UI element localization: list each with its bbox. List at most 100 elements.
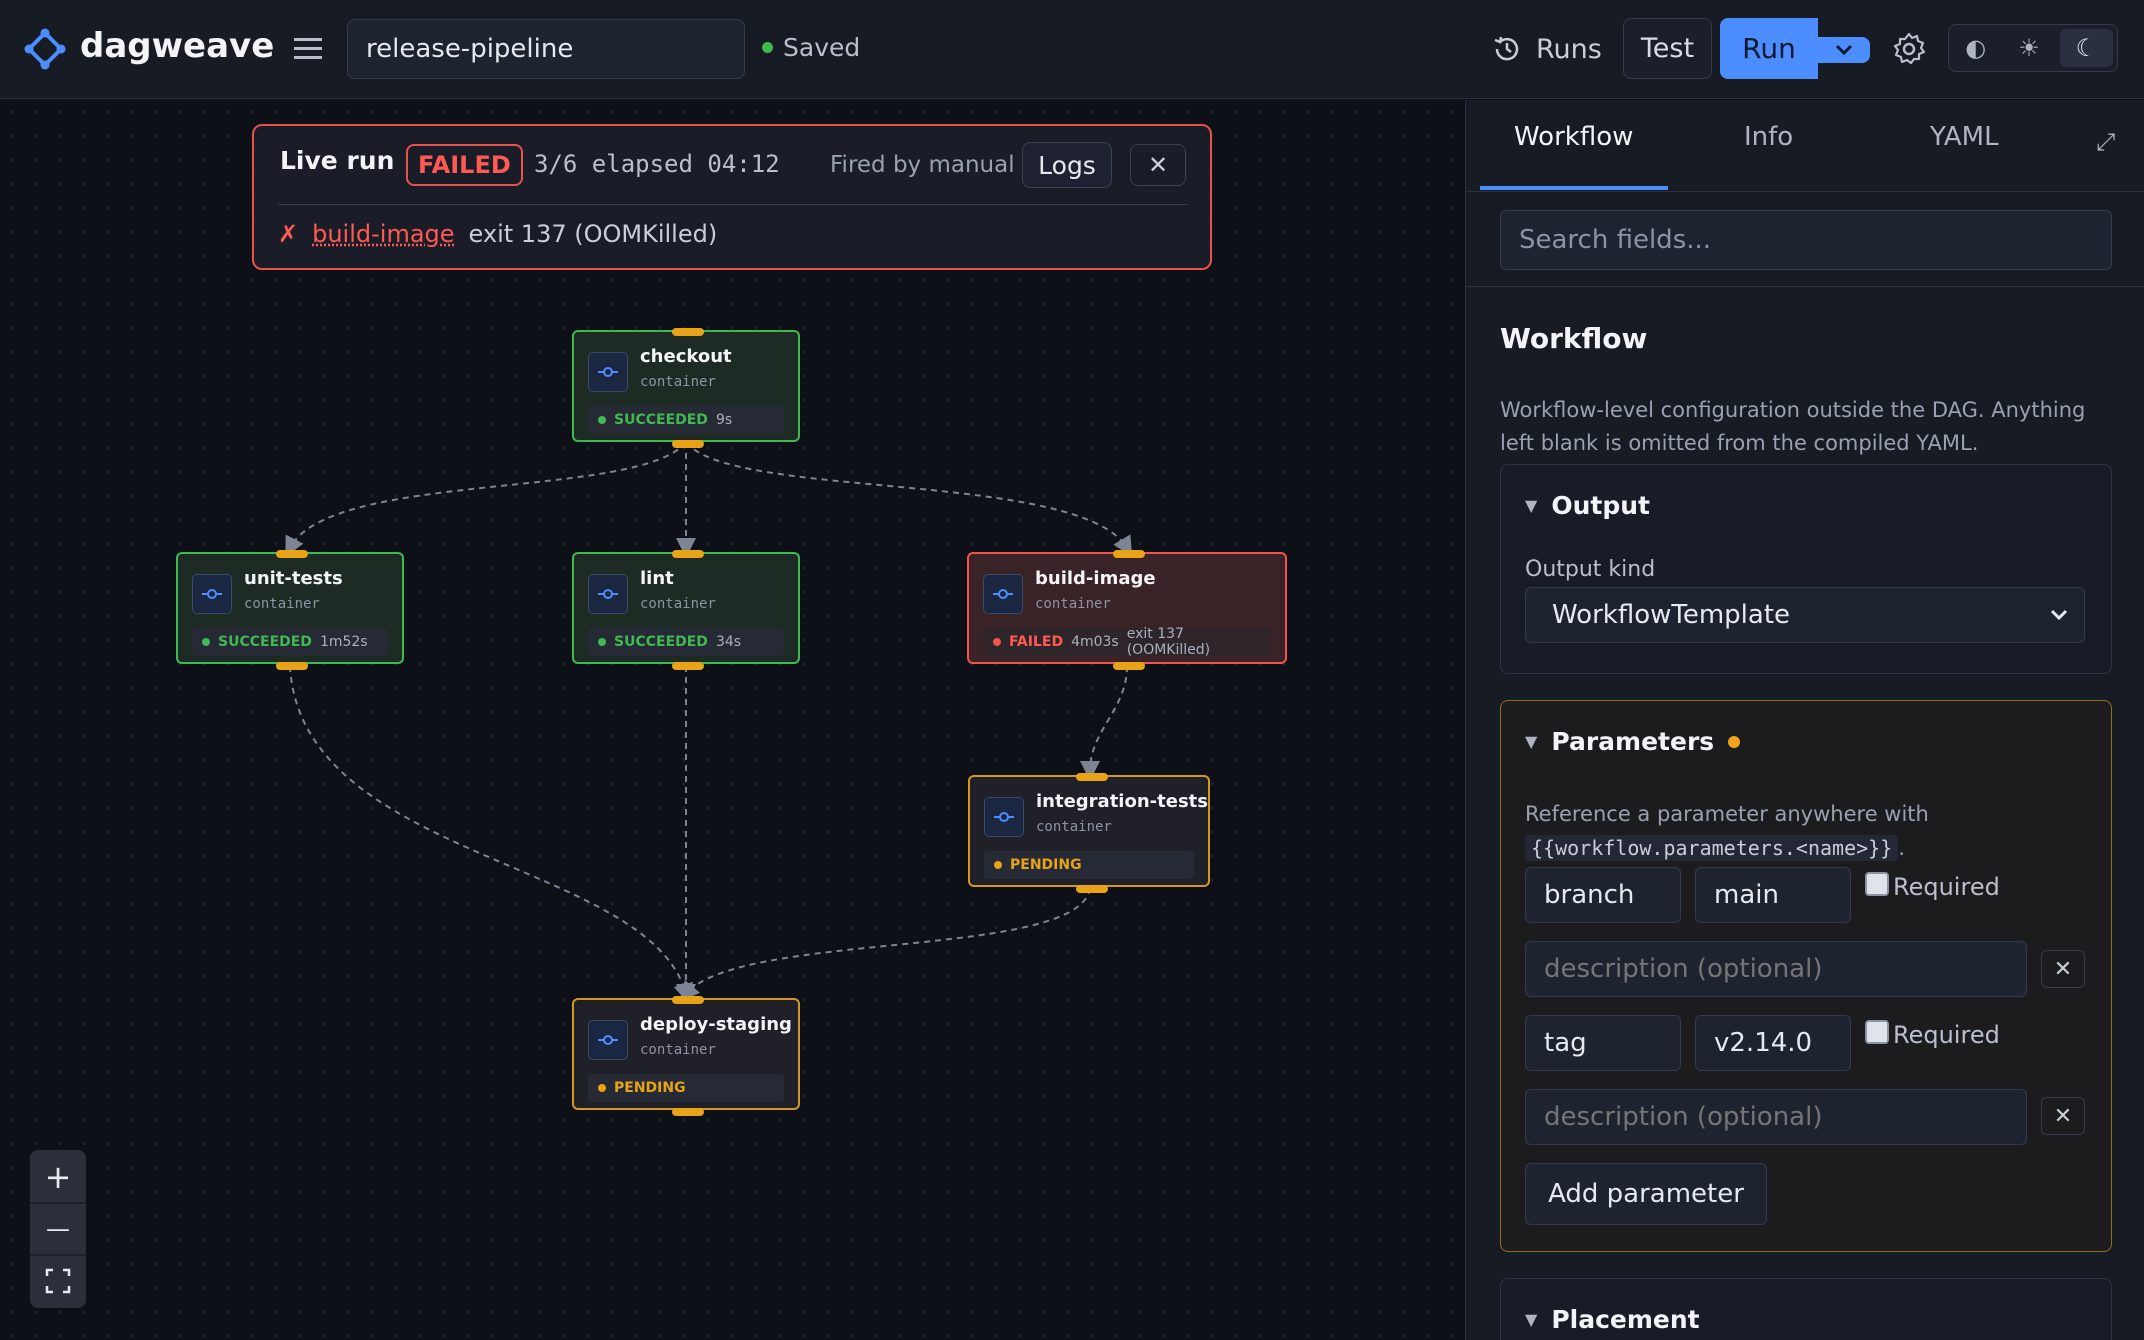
search-input[interactable] <box>1500 210 2112 270</box>
theme-auto-icon[interactable]: ◐ <box>1965 34 1987 62</box>
parameters-section-header[interactable]: ▼ Parameters <box>1525 727 1741 756</box>
run-button[interactable]: Run <box>1720 18 1818 79</box>
input-port[interactable] <box>672 996 704 1004</box>
active-tab-indicator <box>1480 186 1668 190</box>
section-title: Workflow <box>1500 322 1648 355</box>
checkbox-icon[interactable] <box>1865 872 1889 896</box>
node-status: SUCCEEDED 34s <box>588 628 784 656</box>
fit-view-button[interactable] <box>30 1256 86 1306</box>
divider <box>30 1202 86 1204</box>
parameter-description-input[interactable] <box>1525 1089 2027 1145</box>
live-run-banner: Live run FAILED 3/6 elapsed 04:12 Fired … <box>252 124 1212 270</box>
placement-section-header[interactable]: ▼ Placement <box>1525 1305 1700 1334</box>
parameter-value-input[interactable] <box>1695 1015 1851 1071</box>
parameter-name-input[interactable] <box>1525 867 1681 923</box>
tab-yaml[interactable]: YAML <box>1930 122 1999 152</box>
collapse-caret-icon: ▼ <box>1525 732 1538 751</box>
output-kind-select[interactable]: WorkflowTemplate <box>1525 587 2085 643</box>
error-text: exit 137 (OOMKilled) <box>468 220 718 248</box>
tab-info[interactable]: Info <box>1744 122 1794 152</box>
placement-section: ▼ Placement <box>1500 1278 2112 1340</box>
node-type: container <box>1036 819 1112 835</box>
collapse-caret-icon: ▼ <box>1525 496 1538 515</box>
output-kind-value: WorkflowTemplate <box>1552 600 1791 630</box>
node-name: lint <box>640 568 674 589</box>
output-port[interactable] <box>672 1108 704 1116</box>
gear-icon[interactable] <box>1890 30 1928 68</box>
input-port[interactable] <box>1113 550 1145 558</box>
run-options-button[interactable] <box>1818 37 1870 63</box>
input-port[interactable] <box>672 550 704 558</box>
runs-button[interactable]: Runs <box>1486 20 1608 78</box>
node-name: checkout <box>640 346 732 367</box>
dag-node-unit-tests[interactable]: unit-tests container SUCCEEDED 1m52s <box>176 550 404 670</box>
output-port[interactable] <box>1113 662 1145 670</box>
checkbox-icon[interactable] <box>1865 1020 1889 1044</box>
fired-by: Fired by manual <box>830 152 1015 178</box>
add-parameter-button[interactable]: Add parameter <box>1525 1163 1767 1225</box>
node-type: container <box>640 596 716 612</box>
status-duration: 34s <box>715 634 742 650</box>
node-status: PENDING <box>588 1074 784 1102</box>
container-icon <box>588 352 628 392</box>
theme-light-icon[interactable]: ☀ <box>2018 34 2040 62</box>
input-port[interactable] <box>276 550 308 558</box>
dag-canvas[interactable]: Live run FAILED 3/6 elapsed 04:12 Fired … <box>0 100 1464 1340</box>
output-port[interactable] <box>276 662 308 670</box>
node-type: container <box>640 374 716 390</box>
top-bar: dagweave Saved Runs Test Run ◐ ☀ ☾ <box>0 0 2144 99</box>
placement-title: Placement <box>1551 1305 1700 1334</box>
runs-label: Runs <box>1536 33 1602 65</box>
parameter-name-input[interactable] <box>1525 1015 1681 1071</box>
divider <box>1466 286 2144 287</box>
parameter-value-input[interactable] <box>1695 867 1851 923</box>
parameters-note: Reference a parameter anywhere with {{wo… <box>1525 802 1929 861</box>
close-icon[interactable]: ✕ <box>1130 144 1186 186</box>
edge-checkout-build-image <box>685 441 1133 557</box>
test-button[interactable]: Test <box>1623 18 1712 79</box>
status-dot-icon <box>993 638 1001 646</box>
input-port[interactable] <box>672 328 704 336</box>
workflow-name-input[interactable] <box>347 19 745 79</box>
status-label: PENDING <box>614 1080 686 1096</box>
required-checkbox[interactable]: Required <box>1865 872 2000 901</box>
dag-node-deploy-staging[interactable]: deploy-staging container PENDING <box>572 996 800 1116</box>
tab-workflow[interactable]: Workflow <box>1514 122 1634 152</box>
required-checkbox[interactable]: Required <box>1865 1020 2000 1049</box>
parameter-description-input[interactable] <box>1525 941 2027 997</box>
chevron-down-icon <box>2050 609 2068 621</box>
zoom-in-button[interactable]: + <box>44 1158 72 1196</box>
menu-icon[interactable] <box>290 30 326 66</box>
delete-parameter-button[interactable]: ✕ <box>2041 950 2085 988</box>
logs-button[interactable]: Logs <box>1022 142 1112 188</box>
container-icon <box>984 797 1024 837</box>
status-detail: exit 137 (OOMKilled) <box>1126 626 1211 658</box>
error-node-link[interactable]: build-image <box>312 220 455 248</box>
status-label: SUCCEEDED <box>614 634 708 650</box>
zoom-out-button[interactable]: — <box>46 1215 70 1243</box>
node-name: unit-tests <box>244 568 343 589</box>
saved-dot-icon <box>762 42 773 53</box>
dag-node-checkout[interactable]: checkout container SUCCEEDED 9s <box>572 328 800 448</box>
output-section: ▼ Output Output kind WorkflowTemplate <box>1500 464 2112 674</box>
input-port[interactable] <box>1076 773 1108 781</box>
output-kind-label: Output kind <box>1525 557 1656 582</box>
edge-checkout-unit-tests <box>285 441 687 557</box>
output-port[interactable] <box>672 662 704 670</box>
delete-parameter-button[interactable]: ✕ <box>2041 1097 2085 1135</box>
output-port[interactable] <box>672 440 704 448</box>
status-duration: 9s <box>715 412 733 428</box>
dag-node-integration-tests[interactable]: integration-tests container PENDING <box>968 773 1210 893</box>
dag-node-build-image[interactable]: build-image container FAILED 4m03s exit … <box>967 550 1287 670</box>
output-title: Output <box>1551 491 1650 520</box>
theme-dark-icon[interactable]: ☾ <box>2059 29 2113 67</box>
status-dot-icon <box>598 1084 606 1092</box>
dag-node-lint[interactable]: lint container SUCCEEDED 34s <box>572 550 800 670</box>
status-label: PENDING <box>1010 857 1082 873</box>
dag-edges <box>285 441 1133 1004</box>
app-name: dagweave <box>80 26 275 66</box>
node-status: FAILED 4m03s exit 137 (OOMKilled) <box>983 626 1271 658</box>
output-port[interactable] <box>1076 885 1108 893</box>
expand-icon[interactable]: ⤢ <box>2096 128 2116 156</box>
output-section-header[interactable]: ▼ Output <box>1525 491 1650 520</box>
